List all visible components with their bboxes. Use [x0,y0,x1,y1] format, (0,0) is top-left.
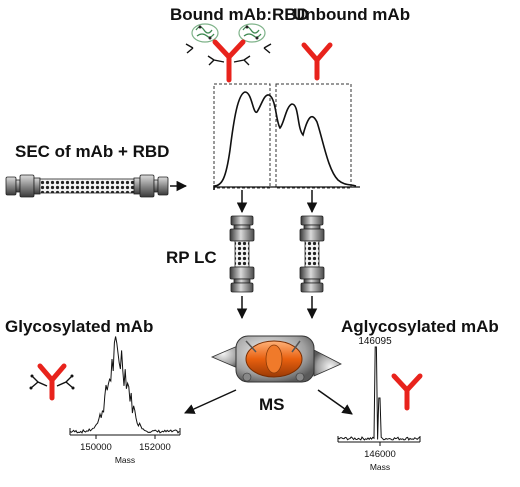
rplc-label: RP LC [166,248,217,267]
sec-column-icon [5,174,169,198]
aglyco-axis [337,436,421,443]
sec-chromatogram [213,83,360,190]
rbd-protein-icon [191,23,266,43]
glyco-tick-label: 150000 [80,442,112,453]
mass-spec-icon [210,335,342,383]
aglycosylated-antibody-icon [391,373,423,411]
aglyco-label: Aglycosylated mAb [341,317,499,336]
peak-label: 146095 [358,336,392,347]
lc-column-icon [229,215,255,293]
glyco-label: Glycosylated mAb [5,317,153,336]
sec-trace [213,91,357,190]
unbound-fraction-box [275,83,352,189]
antibody-rbd-complex-icon [185,23,272,83]
aglyco-axis-label: Mass [370,462,390,472]
glycosylated-antibody-icon [29,363,75,401]
glyco-mass-trace [69,336,180,434]
glyco-tick-label: 152000 [139,442,171,453]
glyco-axis [69,428,181,436]
glyco-spectrum: 150000 152000 Mass [69,336,181,465]
sec-label: SEC of mAb + RBD [15,142,169,161]
antibody-icon [301,42,333,81]
lc-column-icon [299,215,325,293]
aglyco-tick-label: 146000 [364,449,396,460]
aglyco-mass-trace [337,346,420,441]
bound-label: Bound mAb:RBD [170,5,309,24]
aglyco-spectrum: 146000 Mass 146095 [337,336,421,472]
ms-to-aglyco-arrow [317,389,353,415]
glyco-axis-label: Mass [115,455,135,465]
unbound-label: Unbound mAb [293,5,410,24]
ms-label: MS [259,395,285,414]
ms-to-glyco-arrow [184,389,237,414]
bound-fraction-box [213,83,271,189]
